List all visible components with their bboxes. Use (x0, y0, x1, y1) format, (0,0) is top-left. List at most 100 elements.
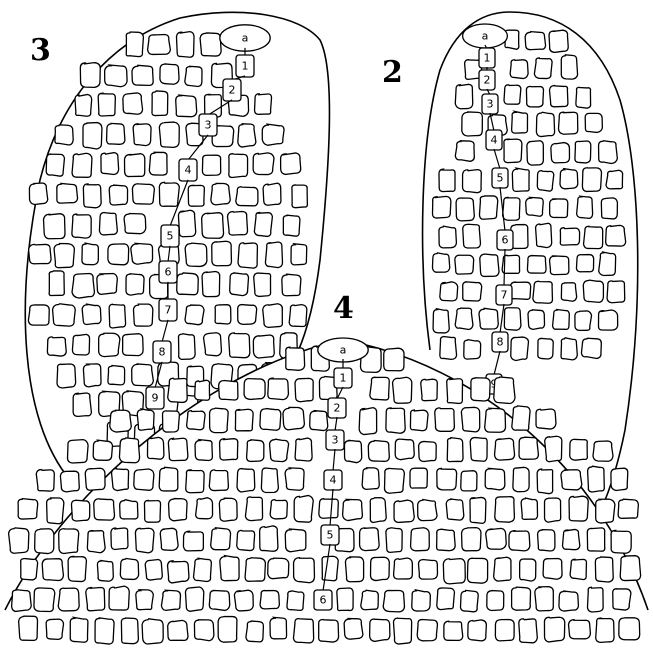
panel-4-cell (86, 588, 105, 611)
panel-4-cell (596, 499, 615, 523)
panel-4-label: 4 (333, 291, 354, 326)
panel-4-cell (569, 496, 588, 521)
panel-4-cell (9, 528, 29, 553)
panel-4-cell (85, 468, 105, 490)
panel-4-cell (519, 437, 538, 459)
panel-3-cell (29, 183, 47, 205)
panel-4-apical-cell-label: a (340, 344, 347, 357)
panel-3-cell (123, 334, 144, 356)
panel-3-cell (238, 124, 256, 147)
panel-2-cell (432, 253, 449, 272)
panel-4-cell (237, 530, 255, 550)
panel-3-cell (292, 185, 308, 208)
panel-2-cell (598, 310, 617, 330)
panel-2-cell (536, 112, 554, 136)
panel-4-cell (294, 558, 315, 583)
panel-3-cell (73, 393, 91, 416)
panel-4-cell (337, 588, 353, 611)
panel-4-cell (570, 439, 588, 460)
panel-4-cell (144, 500, 160, 522)
panel-4-cell (535, 587, 554, 611)
panel-3-cell (176, 32, 194, 58)
panel-2-cell (440, 282, 458, 301)
panel-3-cell (108, 244, 129, 265)
panel-4-cell (135, 528, 154, 553)
panel-3-cell (82, 304, 101, 324)
panel-3-cell (97, 274, 117, 295)
panel-2-cell (576, 255, 593, 272)
panel-2-cell (606, 225, 626, 246)
panel-4-cell (168, 620, 188, 640)
panel-4-cell (319, 499, 338, 519)
panel-4-cell (494, 377, 515, 404)
panel-3-cell (57, 364, 76, 388)
panel-3-cell (49, 271, 64, 296)
panel-3-cell (253, 335, 274, 358)
panel-3-cell (185, 243, 207, 266)
panel-3-cell (229, 333, 250, 358)
panel-3-cell (211, 183, 230, 204)
panel-4-cell (620, 556, 640, 581)
panel-3-cell (177, 273, 199, 295)
panel-4-cell (237, 468, 255, 491)
panel-4-cell (142, 619, 163, 644)
panel-4-cell (447, 438, 463, 462)
panel-2-cell (561, 338, 577, 360)
panel-3-cell (132, 65, 153, 85)
panel-2-cell (525, 32, 545, 50)
panel-4-cell (596, 618, 614, 642)
panel-2-cell (439, 226, 456, 248)
panel-4-cell (134, 469, 154, 490)
panel-4-cell (519, 619, 538, 643)
panel-2-cell (606, 170, 623, 189)
panel-4-cell (395, 439, 414, 460)
panel-4-cell (35, 529, 54, 554)
panel-4-axis-cell-label-1: 1 (340, 372, 347, 385)
panel-4-cell (587, 528, 605, 551)
panel-4-cell (537, 469, 553, 494)
panel-3-cell (46, 154, 64, 176)
panel-3-cell (149, 152, 167, 175)
panel-4-cell (68, 556, 86, 581)
panel-2-cell (550, 199, 568, 218)
panel-4-cell (545, 498, 561, 522)
panel-3-cell (159, 122, 179, 147)
panel-4-cell (544, 617, 564, 642)
panel-2-cell (463, 224, 481, 248)
panel-2-cell (480, 254, 499, 276)
panel-4-cell (344, 619, 363, 640)
panel-4-cell (394, 558, 413, 579)
panel-3-cell (108, 365, 125, 384)
panel-3-cell (53, 304, 76, 326)
panel-2-cell (512, 111, 528, 133)
panel-2-axis-cell-label-6: 6 (502, 234, 509, 247)
panel-4-cell (19, 616, 38, 640)
panel-4-cell (512, 406, 530, 430)
panel-2-axis-cell-label-5: 5 (497, 172, 504, 185)
panel-3-cell (236, 187, 258, 206)
panel-3-cell (126, 274, 144, 295)
panel-3-cell (148, 34, 171, 54)
panel-4-cell (360, 528, 380, 551)
panel-2-cell (533, 281, 553, 303)
panel-2-cell (528, 310, 545, 330)
panel-2-cell (504, 139, 522, 162)
panel-3-cell (178, 334, 195, 360)
panel-4-cell (362, 468, 379, 490)
panel-4-cell (210, 408, 229, 433)
panel-4-cell (512, 587, 531, 610)
panel-3-cell (200, 33, 221, 56)
panel-3-cell (263, 183, 281, 205)
panel-4-cell (418, 500, 437, 521)
panel-3-axis-cell-label-1: 1 (242, 60, 249, 73)
panel-3-apical-cell-label: a (242, 32, 249, 45)
panel-2-label: 2 (382, 55, 403, 90)
panel-3-cell (75, 94, 92, 116)
panel-4-cell (595, 557, 613, 582)
panel-2-cell (599, 252, 616, 276)
panel-4-cell (34, 588, 55, 612)
panel-2-cell (585, 113, 602, 132)
panel-4-cell (545, 436, 562, 462)
panel-3-axis-cell-label-9: 9 (152, 392, 159, 405)
panel-4-cell (268, 378, 289, 399)
